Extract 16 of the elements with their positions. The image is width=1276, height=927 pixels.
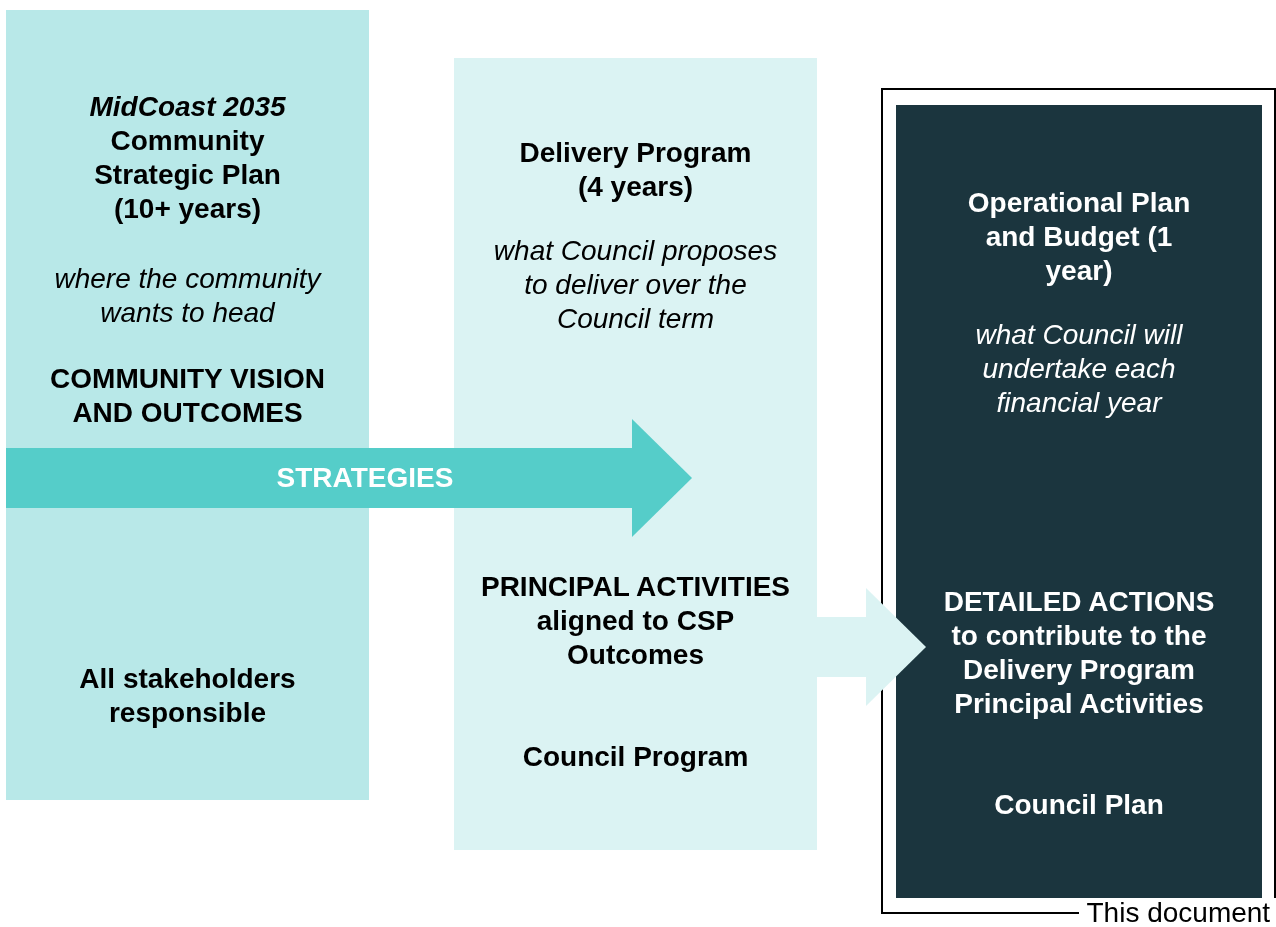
plan-owner: Council Plan bbox=[993, 788, 1165, 822]
plan-panel bbox=[454, 58, 817, 850]
plan-description: what Council proposes to deliver over the Council term bbox=[492, 234, 779, 336]
plan-heading: Delivery Program (4 years) bbox=[518, 136, 753, 204]
plan-focus: DETAILED ACTIONS to contribute to the Delivery Program Principal Activities bbox=[942, 585, 1216, 721]
edge-label: STRATEGIES bbox=[276, 462, 454, 494]
plan-description: where the community wants to head bbox=[53, 262, 323, 330]
plan-heading: Operational Plan and Budget (1 year) bbox=[966, 186, 1192, 288]
arrow bbox=[817, 588, 926, 706]
plan-heading: MidCoast 2035 Community Strategic Plan (10+ years) bbox=[88, 90, 287, 226]
plan-focus: PRINCIPAL ACTIVITIES aligned to CSP Outcomes bbox=[479, 570, 792, 672]
plan-owner: All stakeholders responsible bbox=[78, 662, 297, 730]
plan-owner: Council Program bbox=[521, 740, 750, 774]
arrow bbox=[6, 419, 692, 537]
plan-description: what Council will undertake each financial year bbox=[974, 318, 1184, 420]
plan-focus: COMMUNITY VISION AND OUTCOMES bbox=[49, 362, 326, 430]
